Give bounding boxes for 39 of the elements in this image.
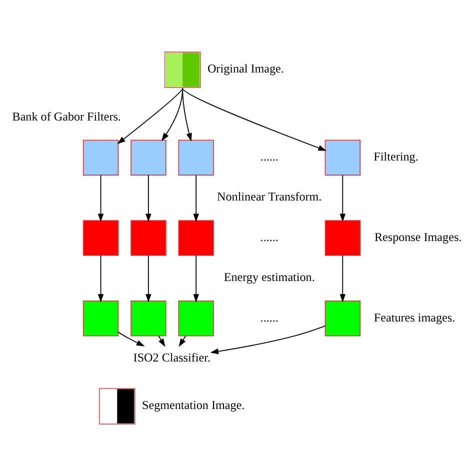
arrow bbox=[118, 331, 145, 346]
arrow bbox=[340, 174, 346, 222]
node-box bbox=[82, 220, 119, 256]
label: Bank of Gabor Filters. bbox=[12, 108, 121, 123]
label: Response Images. bbox=[374, 229, 462, 244]
arrow bbox=[98, 174, 104, 222]
label: ...... bbox=[260, 310, 278, 324]
label: Energy estimation. bbox=[224, 270, 315, 284]
label: ...... bbox=[260, 149, 278, 164]
arrow bbox=[98, 254, 104, 302]
node-box bbox=[178, 139, 214, 175]
node-box bbox=[82, 139, 119, 175]
arrow bbox=[117, 87, 184, 144]
arrow bbox=[193, 174, 199, 222]
arrow bbox=[146, 254, 152, 302]
node-box bbox=[178, 300, 214, 336]
node-box bbox=[130, 300, 166, 336]
label: Nonlinear Transform. bbox=[217, 189, 322, 204]
label: Filtering. bbox=[374, 149, 418, 164]
node-box bbox=[324, 139, 360, 175]
node-box bbox=[82, 300, 119, 336]
label: Features images. bbox=[374, 310, 456, 324]
node-box bbox=[178, 220, 214, 256]
arrow bbox=[182, 87, 327, 150]
arrow bbox=[193, 254, 199, 302]
arrow bbox=[340, 254, 346, 302]
arrow bbox=[210, 325, 326, 354]
arrow bbox=[158, 335, 166, 346]
node-label: Original Image. bbox=[207, 61, 284, 76]
arrow bbox=[146, 174, 152, 222]
node-box bbox=[130, 220, 166, 256]
node-box bbox=[324, 300, 360, 336]
node-box bbox=[324, 220, 360, 256]
node-label: Segmentation Image. bbox=[142, 398, 245, 412]
node-text: ISO2 Classifier. bbox=[133, 350, 210, 364]
label: ...... bbox=[260, 229, 278, 244]
node-box bbox=[130, 139, 166, 175]
arrow bbox=[178, 335, 186, 346]
arrow bbox=[182, 87, 192, 141]
